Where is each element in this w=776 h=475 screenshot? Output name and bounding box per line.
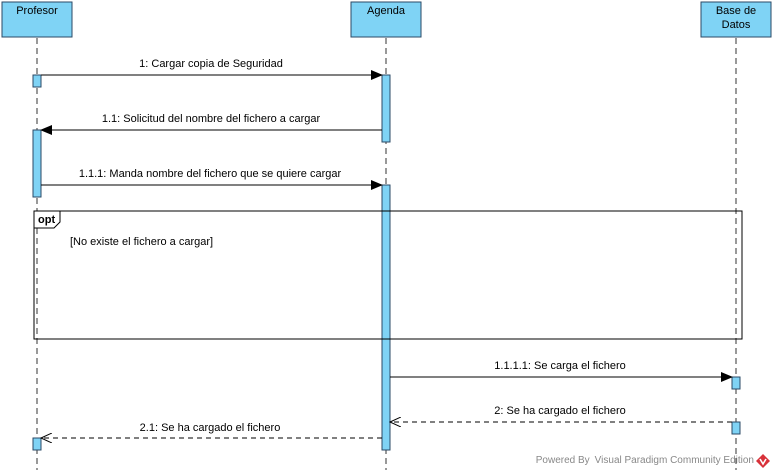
- message-1-1-1[interactable]: 1.1.1: Manda nombre del fichero que se q…: [41, 168, 383, 190]
- activation-profesor-3: [32, 437, 42, 451]
- lifeline-profesor-label: Profesor: [16, 5, 58, 17]
- lifeline-agenda-label: Agenda: [367, 5, 406, 17]
- activation-db-2: [731, 421, 741, 435]
- watermark-text: Powered By Visual Paradigm Community Edi…: [535, 455, 754, 466]
- message-2-label: 2: Se ha cargado el fichero: [494, 405, 625, 417]
- message-1-1-1-label: 1.1.1: Manda nombre del fichero que se q…: [79, 168, 342, 180]
- lifeline-base-de-datos[interactable]: Base de Datos: [700, 1, 772, 470]
- activation-db-1: [731, 376, 741, 390]
- message-2[interactable]: 2: Se ha cargado el fichero: [390, 405, 732, 422]
- message-1-1-1-1[interactable]: 1.1.1.1: Se carga el fichero: [390, 360, 733, 382]
- lifeline-db-head[interactable]: [700, 1, 772, 38]
- lifeline-agenda-head[interactable]: [350, 1, 422, 38]
- visual-paradigm-logo-icon: [756, 454, 770, 468]
- activation-agenda-2: [381, 184, 391, 451]
- message-2-1[interactable]: 2.1: Se ha cargado el fichero: [41, 422, 382, 438]
- activation-profesor-2: [32, 129, 42, 198]
- message-1-1-label: 1.1: Solicitud del nombre del fichero a …: [102, 113, 321, 125]
- fragment-opt-tab: [33, 210, 61, 229]
- fragment-opt-guard: [No existe el fichero a cargar]: [70, 236, 213, 248]
- activation-profesor-1: [32, 74, 42, 88]
- message-2-1-label: 2.1: Se ha cargado el fichero: [140, 422, 281, 434]
- message-1-1-1-1-label: 1.1.1.1: Se carga el fichero: [494, 360, 625, 372]
- lifeline-profesor[interactable]: Profesor: [1, 1, 73, 470]
- fragment-opt-frame: [33, 210, 743, 340]
- message-1-1[interactable]: 1.1: Solicitud del nombre del fichero a …: [40, 113, 382, 135]
- activation-agenda-1: [381, 74, 391, 143]
- fragment-opt[interactable]: opt [No existe el fichero a cargar]: [33, 210, 743, 340]
- message-1-label: 1: Cargar copia de Seguridad: [139, 58, 283, 70]
- message-1[interactable]: 1: Cargar copia de Seguridad: [41, 58, 383, 80]
- lifeline-profesor-head[interactable]: [1, 1, 73, 38]
- lifeline-db-label-line1: Base de: [716, 5, 756, 17]
- lifeline-db-label-line2: Datos: [722, 19, 751, 31]
- fragment-opt-operator: opt: [38, 214, 55, 226]
